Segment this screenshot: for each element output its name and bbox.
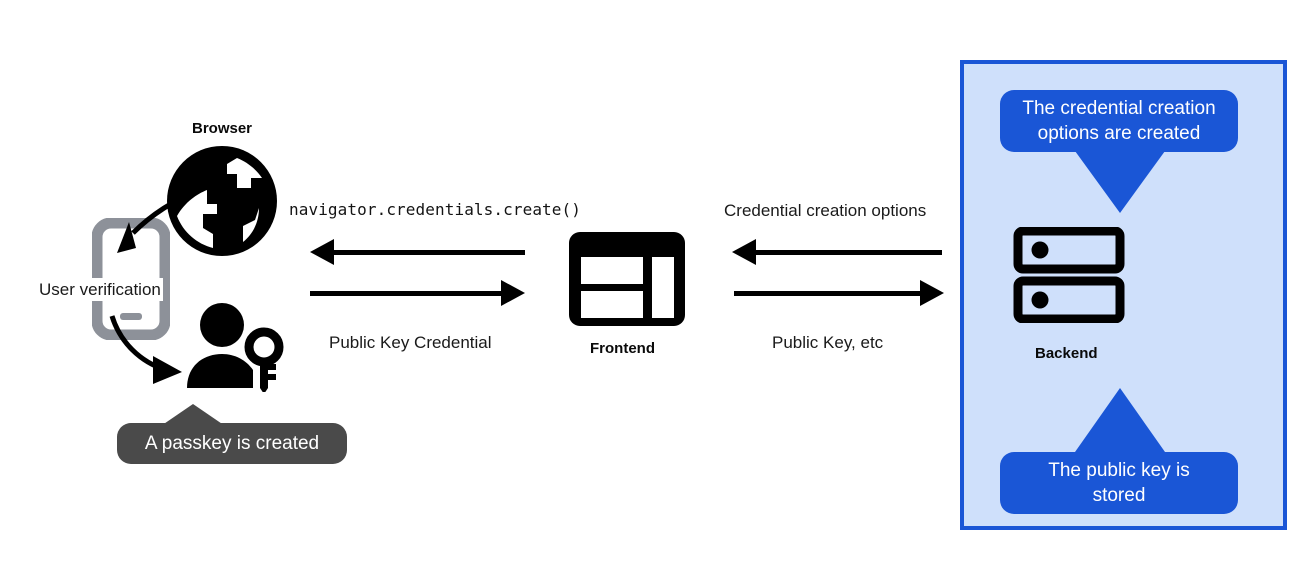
message-credential-creation-options: Credential creation options: [724, 201, 927, 220]
frontend-label: Frontend: [590, 340, 655, 357]
message-public-key-etc: Public Key, etc: [772, 333, 884, 352]
frontend-icon-group: [568, 231, 686, 327]
user-verification-label: User verification: [37, 278, 163, 302]
tooltip-credential-options-created: The credential creation options are crea…: [1000, 90, 1238, 152]
arrow-backend-to-frontend-line: [756, 250, 942, 255]
tooltip-public-key-stored: The public key is stored: [1000, 452, 1238, 514]
web-layout-icon: [569, 232, 685, 326]
arrow-frontend-to-browser-line: [334, 250, 525, 255]
tooltip-credential-options-text: The credential creation options are crea…: [1022, 97, 1216, 144]
tooltip-credential-options-tail: [1075, 151, 1165, 213]
arrow-frontend-to-browser-head: [310, 239, 334, 265]
arrow-backend-to-frontend-head: [732, 239, 756, 265]
message-public-key-credential: Public Key Credential: [329, 333, 492, 352]
arrow-frontend-to-backend-head: [920, 280, 944, 306]
tooltip-public-key-stored-tail: [1075, 388, 1165, 452]
server-rack-icon: [1013, 227, 1125, 323]
browser-label: Browser: [192, 120, 253, 137]
arrow-browser-to-frontend-head: [501, 280, 525, 306]
user-icon-group: [185, 300, 287, 392]
tooltip-passkey-created-text: A passkey is created: [144, 432, 320, 454]
arrow-browser-to-phone: [117, 188, 200, 253]
globe-icon: [167, 146, 277, 256]
backend-label: Backend: [1035, 345, 1098, 362]
arrow-frontend-to-backend-line: [734, 291, 920, 296]
arrow-phone-to-user: [109, 315, 182, 384]
tooltip-passkey-created: A passkey is created: [117, 423, 347, 464]
arrow-browser-to-frontend-line: [310, 291, 501, 296]
browser-icon-group: [163, 142, 281, 260]
tooltip-public-key-stored-text: The public key is stored: [1048, 459, 1190, 506]
person-with-key-icon: [187, 303, 284, 392]
backend-icon-group: [1013, 227, 1125, 323]
message-navigator-credentials-create: navigator.credentials.create(): [289, 200, 581, 219]
